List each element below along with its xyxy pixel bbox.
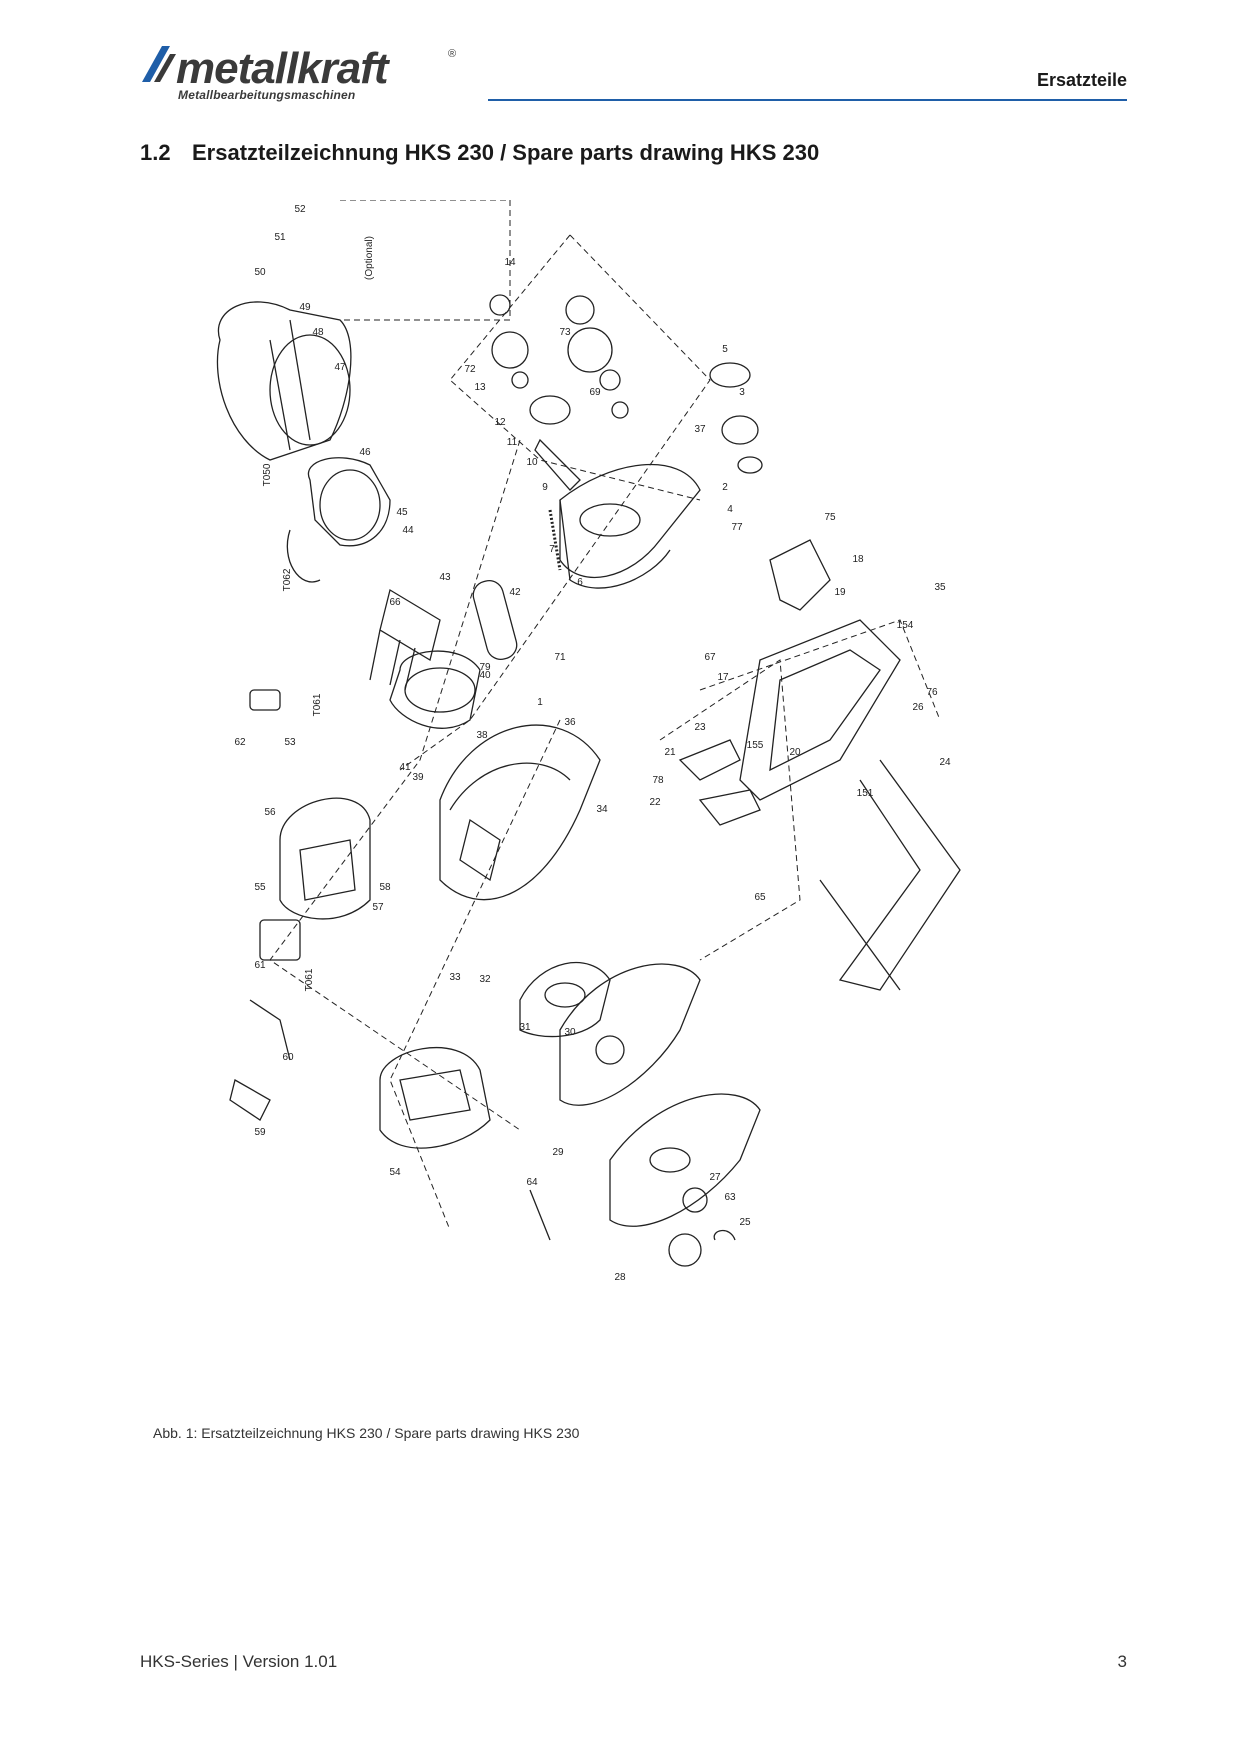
- part-label: 13: [474, 382, 486, 393]
- part-label: 69: [589, 387, 601, 398]
- part-label: 41: [399, 762, 411, 773]
- part-label: 4: [727, 504, 733, 515]
- part-label: 44: [402, 525, 414, 536]
- header-section-label: Ersatzteile: [1036, 70, 1127, 90]
- section-title: 1.2 Ersatzteilzeichnung HKS 230 / Spare p…: [140, 140, 819, 166]
- part-label: 71: [554, 652, 566, 663]
- part-label: 78: [652, 775, 664, 786]
- part-label: 23: [694, 722, 706, 733]
- part-label: 33: [449, 972, 461, 983]
- part-label: 50: [254, 267, 266, 278]
- part-label: 36: [564, 717, 576, 728]
- part-label: 38: [476, 730, 488, 741]
- logo-subtitle: Metallbearbeitungsmaschinen: [178, 88, 356, 102]
- part-label: 65: [754, 892, 766, 903]
- wire-label: T062: [282, 568, 293, 591]
- part-label: 11: [507, 437, 518, 448]
- part-label: 66: [389, 597, 401, 608]
- wire-label: T061: [304, 968, 315, 991]
- part-label: 18: [852, 554, 864, 565]
- part-label: 27: [709, 1172, 721, 1183]
- part-label: 37: [694, 424, 706, 435]
- part-label: 30: [564, 1027, 576, 1038]
- part-label: 62: [234, 737, 246, 748]
- part-label: 76: [926, 687, 938, 698]
- part-label: 19: [834, 587, 846, 598]
- part-label: 61: [254, 960, 266, 971]
- part-label: 28: [614, 1272, 626, 1283]
- spare-parts-drawing: 52 51 50 49 48 47 46 45 44 43 42 14 72 1…: [216, 200, 961, 1283]
- part-label: 58: [379, 882, 391, 893]
- part-label: 56: [264, 807, 276, 818]
- part-label: 3: [739, 387, 745, 398]
- part-label: 35: [934, 582, 946, 593]
- header-rule: [488, 99, 1127, 101]
- part-label: 151: [857, 788, 874, 799]
- part-label: 5: [722, 344, 728, 355]
- part-label: 31: [519, 1022, 531, 1033]
- part-label: 26: [912, 702, 924, 713]
- part-label: 47: [334, 362, 346, 373]
- footer-series: HKS-Series | Version 1.01: [140, 1652, 338, 1671]
- part-label: 43: [439, 572, 451, 583]
- part-label: 54: [389, 1167, 401, 1178]
- part-label: 25: [739, 1217, 751, 1228]
- figure-caption: Abb. 1: Ersatzteilzeichnung HKS 230 / Sp…: [153, 1425, 580, 1441]
- part-label: 24: [939, 757, 951, 768]
- part-label: 20: [789, 747, 801, 758]
- part-label: 21: [664, 747, 676, 758]
- wire-label: T050: [262, 463, 273, 486]
- part-label: 59: [254, 1127, 266, 1138]
- part-label: 72: [464, 364, 476, 375]
- optional-label: (Optional): [364, 236, 375, 280]
- part-label: 34: [596, 804, 608, 815]
- part-label: 10: [526, 457, 538, 468]
- part-label: 53: [284, 737, 296, 748]
- brand-logo: metallkraft ® Metallbearbeitungsmaschine…: [140, 44, 470, 106]
- logo-wordmark: metallkraft: [176, 44, 389, 93]
- section-title-text: Ersatzteilzeichnung HKS 230 / Spare part…: [192, 140, 820, 165]
- part-label: 79: [479, 662, 491, 673]
- part-label: 57: [372, 902, 384, 913]
- part-label: 67: [704, 652, 716, 663]
- part-label: 12: [494, 417, 506, 428]
- part-label: 45: [396, 507, 408, 518]
- part-label: 52: [294, 204, 306, 215]
- part-label: 7: [549, 544, 555, 555]
- part-label: 32: [479, 974, 491, 985]
- part-label: 1: [537, 697, 543, 708]
- section-number: 1.2: [140, 140, 171, 165]
- part-label: 46: [359, 447, 371, 458]
- part-label: 73: [559, 327, 571, 338]
- part-label: 2: [722, 482, 728, 493]
- footer-page-number: 3: [1117, 1652, 1127, 1671]
- part-label: 40: [479, 670, 491, 681]
- part-label: 75: [824, 512, 836, 523]
- part-label: 22: [649, 797, 661, 808]
- part-label: 29: [552, 1147, 564, 1158]
- part-label: 77: [731, 522, 743, 533]
- wire-label: T061: [312, 693, 323, 716]
- part-label: 49: [299, 302, 311, 313]
- part-label: 17: [717, 672, 729, 683]
- registered-mark: ®: [448, 48, 457, 60]
- part-label: 42: [509, 587, 521, 598]
- logo-mark-icon: [142, 46, 176, 82]
- part-label: 64: [526, 1177, 538, 1188]
- part-label: 39: [412, 772, 424, 783]
- part-label: 51: [274, 232, 286, 243]
- part-label: 48: [312, 327, 324, 338]
- part-label: 9: [542, 482, 548, 493]
- part-label: 60: [282, 1052, 294, 1063]
- part-label: 154: [897, 620, 914, 631]
- part-label: 155: [747, 740, 764, 751]
- part-label: 55: [254, 882, 266, 893]
- part-label: 63: [724, 1192, 736, 1203]
- part-label: 6: [577, 577, 583, 588]
- part-label: 14: [504, 257, 516, 268]
